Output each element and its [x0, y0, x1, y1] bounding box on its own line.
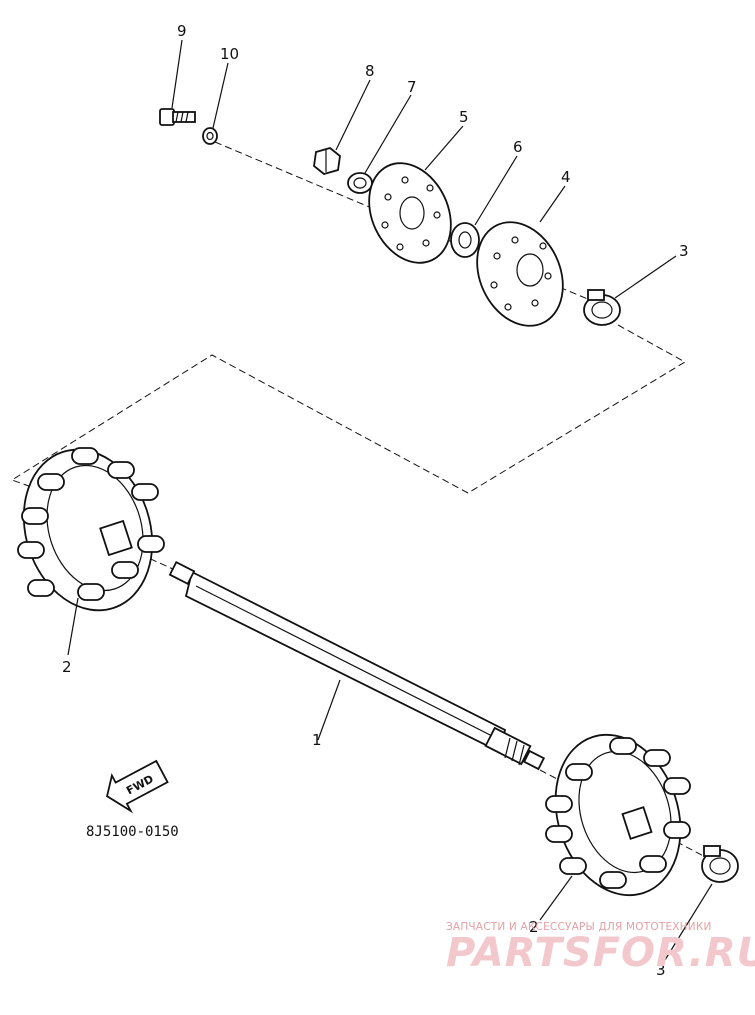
drawing-code: 8J5100-0150 — [86, 824, 179, 840]
callout-2-left: 2 — [62, 658, 72, 676]
leader-lines — [67, 39, 713, 961]
callout-8: 8 — [365, 62, 375, 80]
callout-3-upper: 3 — [679, 242, 689, 260]
callout-3-lower: 3 — [656, 961, 666, 979]
part-sprocket-left — [17, 447, 165, 612]
lower-axis-line — [119, 544, 176, 571]
fwd-arrow-icon: FWD — [106, 759, 169, 814]
part-circlip-lower — [701, 845, 739, 883]
watermark-logo: PARTSFOR.RU — [446, 930, 755, 976]
callout-1: 1 — [312, 731, 322, 749]
part-hub-flange — [368, 162, 452, 264]
callout-10: 10 — [220, 45, 239, 63]
callout-4: 4 — [561, 168, 571, 186]
callout-7: 7 — [407, 78, 417, 96]
callout-6: 6 — [513, 138, 523, 156]
callout-9: 9 — [177, 22, 187, 40]
part-nut — [313, 147, 341, 175]
part-bolt — [159, 108, 196, 126]
part-bearing-housing — [476, 221, 564, 327]
part-bearing — [450, 222, 480, 258]
part-circlip-upper — [583, 289, 621, 326]
watermark-tagline: ЗАПЧАСТИ И АКСЕССУАРЫ ДЛЯ МОТОТЕХНИКИ — [446, 921, 712, 933]
callout-5: 5 — [459, 108, 469, 126]
assembly-link-line — [10, 324, 686, 494]
part-sprocket-right — [545, 733, 691, 897]
part-lock-washer — [347, 172, 373, 194]
callout-2-right: 2 — [529, 918, 539, 936]
part-shaft — [168, 561, 546, 771]
part-washer — [202, 127, 218, 145]
